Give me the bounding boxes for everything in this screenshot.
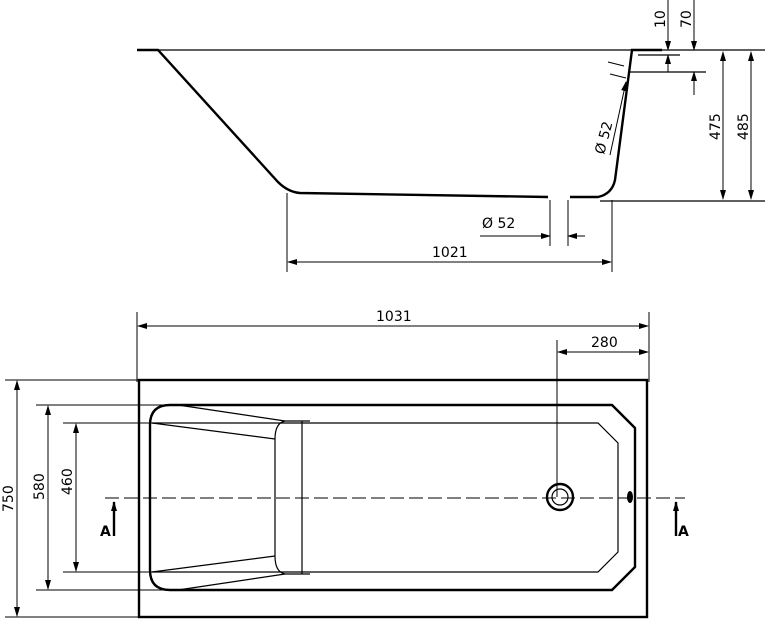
dim-slope-drain-label: Ø 52 (592, 120, 616, 156)
tub-basin-outline (148, 403, 637, 592)
dim-1031-label: 1031 (376, 309, 412, 325)
side-section-view: 10 70 475 485 Ø 52 Ø 52 1021 (137, 0, 765, 272)
dim-750-label: 750 (1, 485, 17, 512)
overflow (627, 491, 633, 503)
slope-tick (609, 73, 627, 79)
dim-slope-drain-line (609, 81, 628, 156)
drain-inner (551, 488, 569, 506)
dim-drain-bottom-label: Ø 52 (482, 216, 515, 232)
plan-view: 1031 280 750 580 460 A A (1, 309, 689, 619)
tub-profile (137, 48, 662, 199)
headrest-lines (151, 404, 286, 591)
drain-outer (545, 482, 575, 512)
section-label-right: A (678, 524, 689, 540)
dim-580-label: 580 (32, 473, 48, 500)
dim-475-label: 475 (708, 113, 724, 140)
dim-485-label: 485 (736, 113, 752, 140)
dim-1021-label: 1021 (432, 245, 468, 261)
dim-70-label: 70 (679, 10, 695, 28)
dim-10-label: 10 (653, 10, 669, 28)
section-label-left: A (100, 524, 111, 540)
dim-280-label: 280 (591, 335, 618, 351)
slope-tick (607, 61, 625, 67)
dim-460-label: 460 (60, 468, 76, 495)
